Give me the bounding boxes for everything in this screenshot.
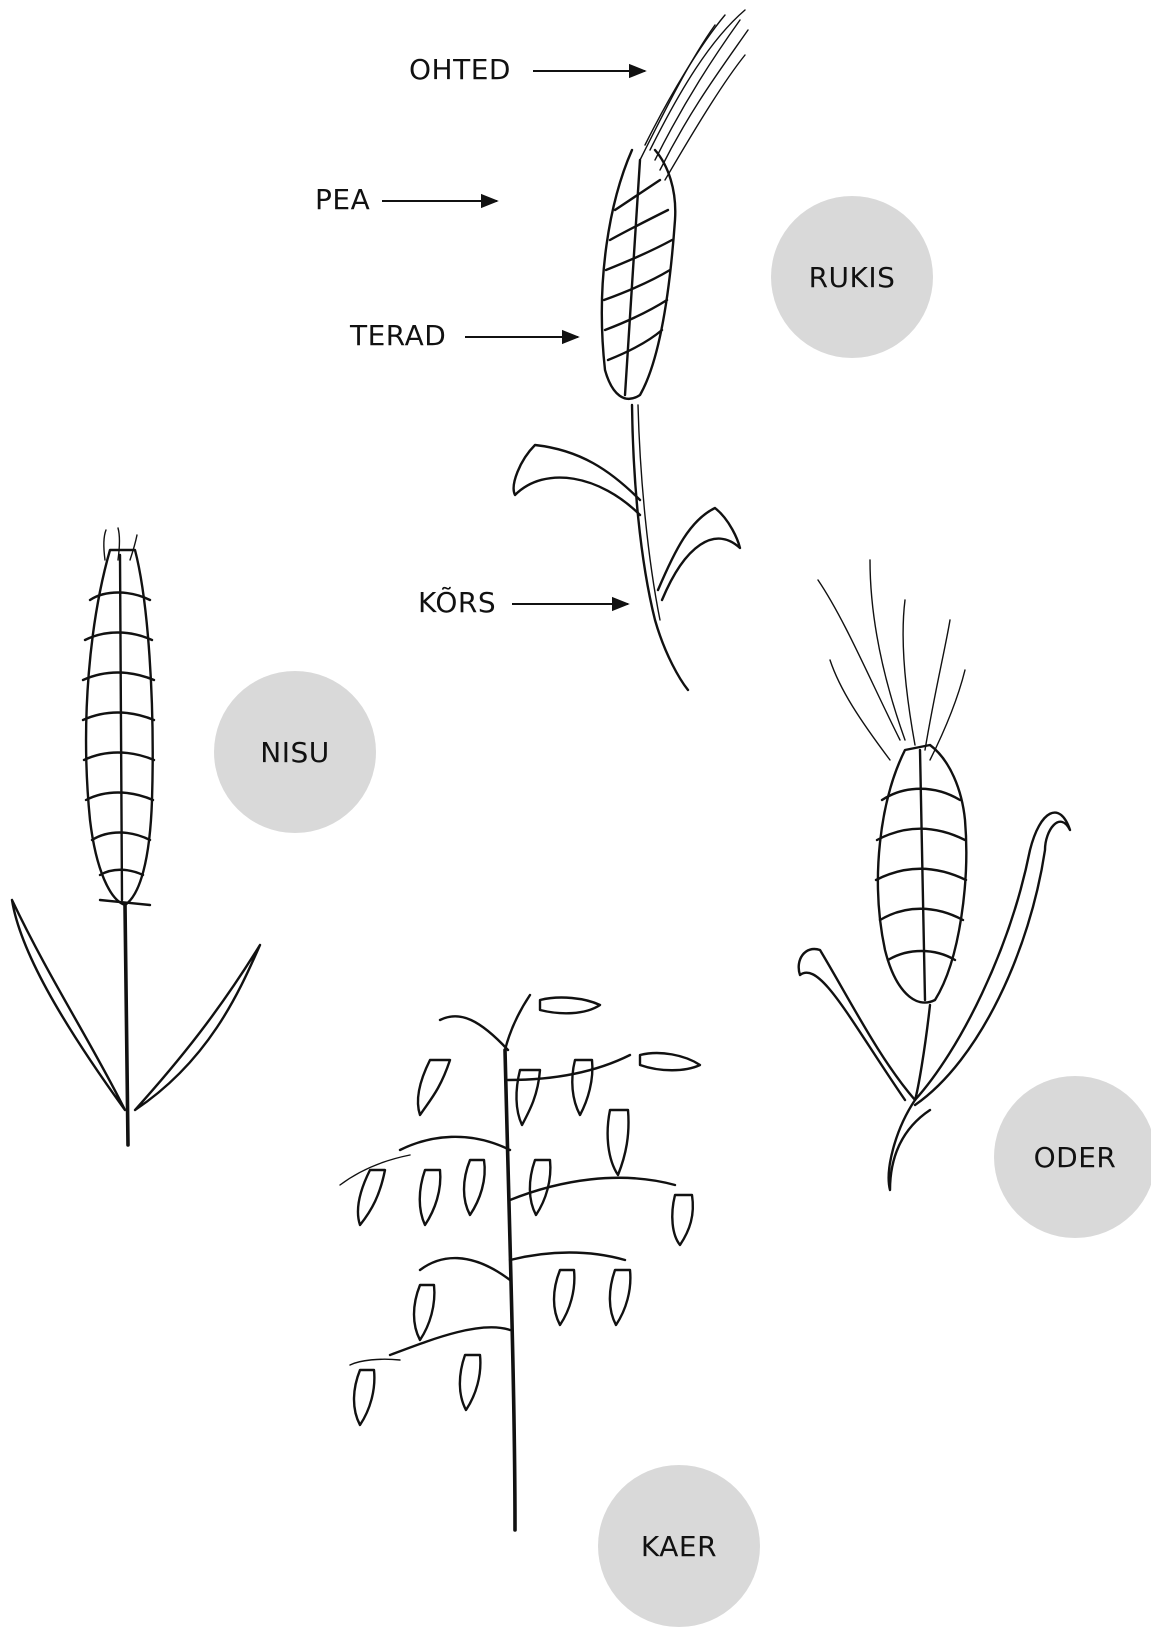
rye-name: RUKIS — [809, 261, 896, 294]
wheat-drawing — [12, 528, 260, 1145]
grains-label: TERAD — [350, 322, 446, 350]
oat-badge: KAER — [598, 1465, 760, 1627]
barley-badge: ODER — [994, 1076, 1151, 1238]
oat-name: KAER — [641, 1530, 717, 1563]
rye-drawing — [514, 10, 748, 690]
oat-drawing — [340, 995, 700, 1530]
head-label: PEA — [315, 186, 370, 214]
wheat-badge: NISU — [214, 671, 376, 833]
rye-badge: RUKIS — [771, 196, 933, 358]
awns-label: OHTED — [409, 56, 511, 84]
wheat-name: NISU — [260, 736, 329, 769]
stalk-label: KÕRS — [418, 589, 496, 617]
barley-name: ODER — [1034, 1141, 1117, 1174]
